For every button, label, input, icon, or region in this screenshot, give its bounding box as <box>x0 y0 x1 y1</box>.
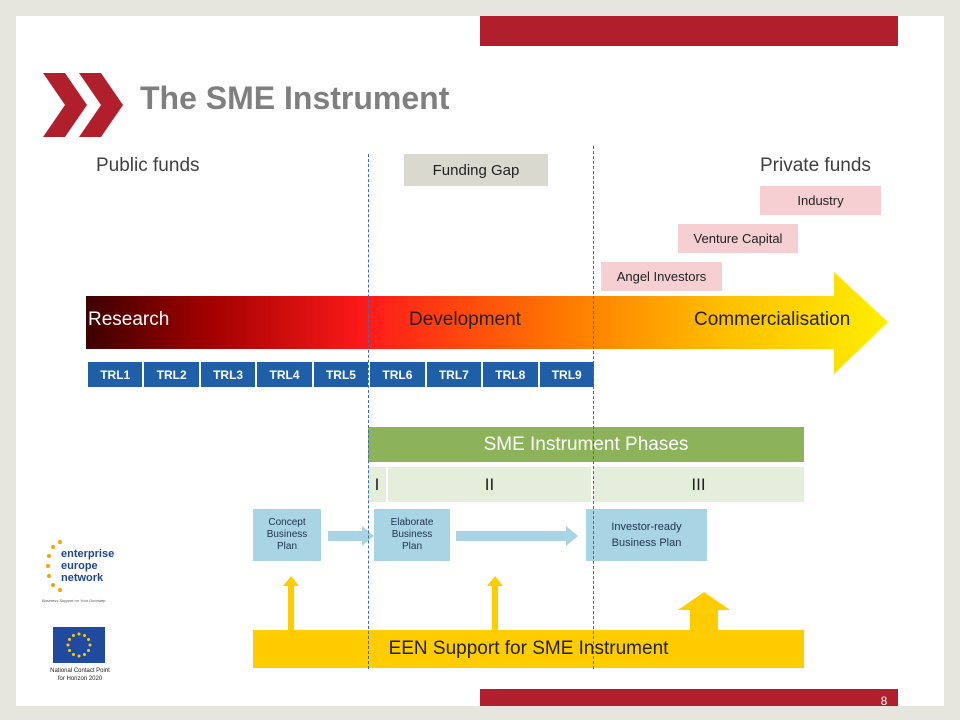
trl-cell-1: TRL1 <box>88 362 145 387</box>
divider-line <box>593 146 594 669</box>
venture-capital-box: Venture Capital <box>678 224 798 253</box>
trl-cell-4: TRL4 <box>257 362 314 387</box>
phase-3: III <box>593 467 804 502</box>
ncp-label: National Contact Point for Horizon 2020 <box>38 667 122 683</box>
page-number: 8 <box>880 694 888 706</box>
phases-row: I II III <box>368 467 804 502</box>
concept-plan-line-2: Business <box>266 529 308 540</box>
trl-cell-7: TRL7 <box>426 362 484 387</box>
right-arrow-icon <box>328 526 374 546</box>
stage-commercialisation: Commercialisation <box>694 309 851 330</box>
top-accent-bar <box>480 16 898 46</box>
trl-cell-2: TRL2 <box>144 362 201 387</box>
investor-plan-line-1: Investor-ready <box>611 521 682 533</box>
up-arrow-icon <box>283 576 299 631</box>
right-arrow-icon <box>456 526 578 546</box>
star-ring-icon <box>46 540 62 592</box>
trl-cell-8: TRL8 <box>483 362 540 387</box>
een-tagline: Business Support on Your Doorstep <box>42 598 106 603</box>
public-funds-label: Public funds <box>96 155 200 176</box>
trl-cell-5: TRL5 <box>313 362 371 387</box>
page-title: The SME Instrument <box>140 80 450 116</box>
phase-1: I <box>368 467 388 502</box>
private-funds-label: Private funds <box>760 155 871 176</box>
funding-gap-box: Funding Gap <box>404 154 548 186</box>
up-arrow-icon <box>678 592 730 630</box>
angel-investors-box: Angel Investors <box>601 262 722 291</box>
een-logo-line-2: europe <box>61 560 98 572</box>
slide: The SME Instrument Public funds Private … <box>16 16 944 706</box>
een-logo-line-3: network <box>61 572 104 584</box>
concept-plan-box: Concept Business Plan <box>253 509 321 561</box>
stage-development: Development <box>409 309 521 330</box>
up-arrow-icon <box>487 576 503 631</box>
concept-plan-line-3: Plan <box>276 541 297 552</box>
trl-cell-9: TRL9 <box>539 362 594 387</box>
industry-box: Industry <box>760 186 881 215</box>
phase-2: II <box>388 467 593 502</box>
elaborate-plan-line-3: Plan <box>401 541 422 552</box>
investor-plan-line-2: Business Plan <box>611 537 682 549</box>
elaborate-plan-line-2: Business <box>391 529 433 540</box>
trl-cell-6: TRL6 <box>370 362 427 387</box>
ncp-line-2: for Horizon 2020 <box>57 676 103 682</box>
concept-plan-line-1: Concept <box>268 517 306 528</box>
trl-cell-3: TRL3 <box>200 362 258 387</box>
bottom-accent-bar <box>480 689 898 706</box>
divider-line <box>368 154 369 669</box>
eu-flag-icon <box>53 627 105 663</box>
een-logo: enterprise europe network Business Suppo… <box>42 536 124 606</box>
stage-research: Research <box>88 309 170 330</box>
phases-header: SME Instrument Phases <box>368 427 804 462</box>
een-support-bar: EEN Support for SME Instrument <box>253 630 804 668</box>
een-logo-line-1: enterprise <box>61 548 115 560</box>
trl-bar: TRL1 TRL2 TRL3 TRL4 TRL5 TRL6 TRL7 TRL8 … <box>88 362 594 387</box>
stage-gradient-arrow <box>86 272 888 374</box>
chevron-logo-icon <box>43 73 123 137</box>
elaborate-plan-line-1: Elaborate <box>390 517 434 528</box>
ncp-line-1: National Contact Point <box>50 668 110 674</box>
investor-plan-box: Investor-ready Business Plan <box>586 509 707 561</box>
elaborate-plan-box: Elaborate Business Plan <box>374 509 450 561</box>
